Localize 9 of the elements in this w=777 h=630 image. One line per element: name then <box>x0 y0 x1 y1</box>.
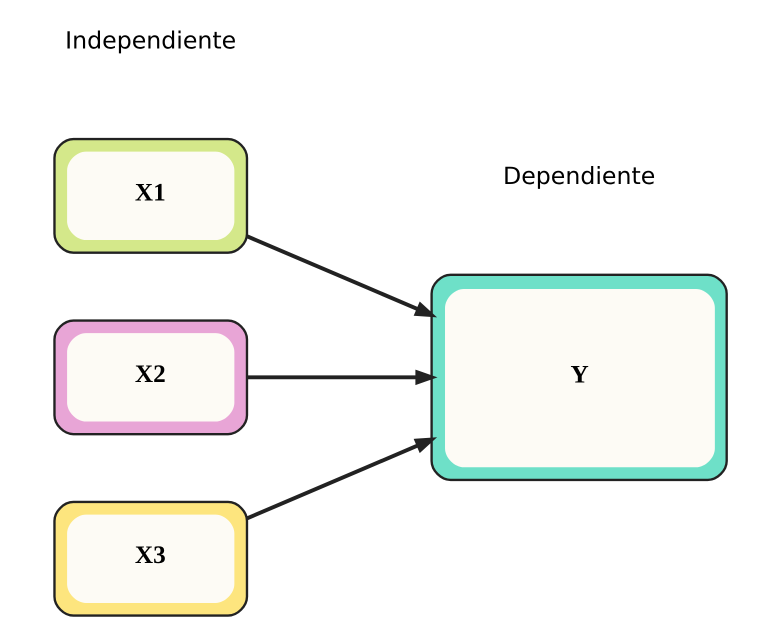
arrow <box>246 437 437 520</box>
node-box: Y <box>430 274 728 482</box>
node-box: X1 <box>52 138 248 254</box>
arrow <box>246 234 437 318</box>
node-box: X3 <box>52 500 248 617</box>
arrow <box>246 370 438 386</box>
label: Independiente <box>64 26 236 54</box>
node-box: X2 <box>52 319 248 436</box>
node-label: Dependiente <box>502 162 655 190</box>
